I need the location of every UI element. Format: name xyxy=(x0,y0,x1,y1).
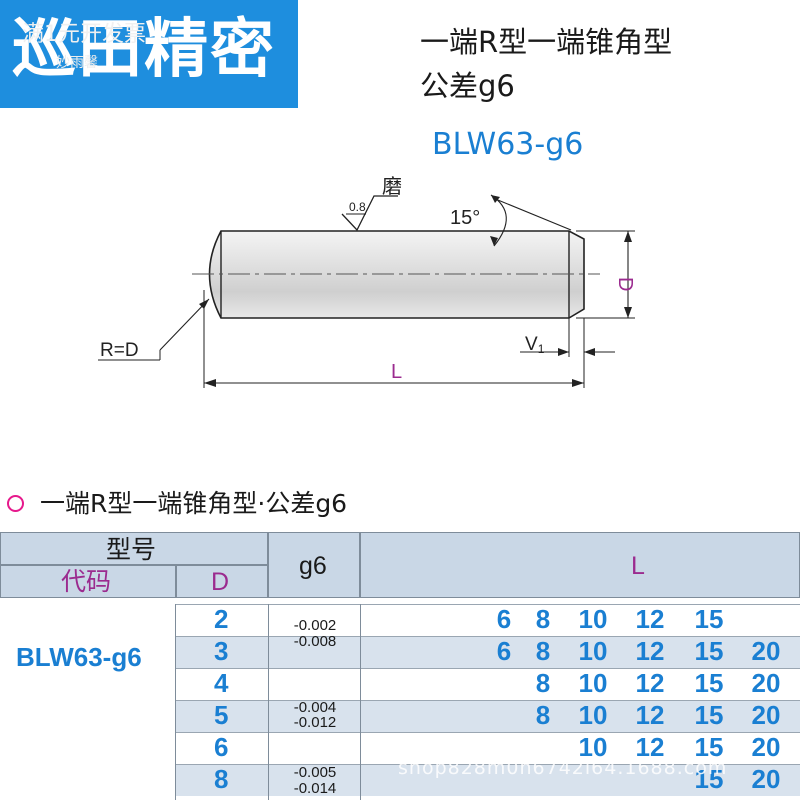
model-code-cell: BLW63-g6 xyxy=(16,642,142,672)
d-value: 8 xyxy=(214,764,229,794)
length-value: 15 xyxy=(694,604,724,634)
shop-watermark: shop828m0n6742i64.1688.com xyxy=(398,757,728,779)
length-value: 15 xyxy=(694,700,724,730)
promo-invoice-text: 满1元开发票 xyxy=(22,22,146,47)
tolerance-upper: -0.005 xyxy=(293,764,337,781)
column-divider xyxy=(175,604,176,800)
tolerance-upper: -0.004 xyxy=(293,699,337,716)
radius-leader xyxy=(159,298,210,351)
length-value: 12 xyxy=(635,636,665,666)
length-value: 10 xyxy=(578,700,608,730)
model-code: BLW63-g6 xyxy=(432,127,584,162)
length-value: 15 xyxy=(694,636,724,666)
length-value: 12 xyxy=(635,700,665,730)
diameter-label: D xyxy=(614,277,636,291)
length-value: 10 xyxy=(578,636,608,666)
header-code-cell: 代码 xyxy=(0,565,176,598)
header-model-label: 型号 xyxy=(106,535,157,564)
d-value: 6 xyxy=(214,732,229,762)
pin-body xyxy=(208,230,585,319)
length-value: 20 xyxy=(751,700,781,730)
header-d-label: D xyxy=(211,568,230,596)
column-divider xyxy=(360,604,361,800)
length-label: L xyxy=(391,361,402,383)
grind-label: 磨 xyxy=(382,174,402,198)
length-value: 8 xyxy=(535,604,551,634)
length-value: 12 xyxy=(635,668,665,698)
length-value: 8 xyxy=(535,700,551,730)
length-value: 6 xyxy=(496,604,512,634)
length-value: 15 xyxy=(694,668,724,698)
length-value: 10 xyxy=(578,604,608,634)
length-value: 20 xyxy=(751,668,781,698)
table-row xyxy=(175,764,800,796)
length-value: 10 xyxy=(578,732,608,762)
length-value: 15 xyxy=(694,732,724,762)
length-value: 12 xyxy=(635,732,665,762)
roughness-value: 0.8 xyxy=(349,200,366,214)
tolerance-lower: -0.014 xyxy=(293,780,337,797)
table-row xyxy=(175,604,800,636)
length-value: 20 xyxy=(751,764,781,794)
length-value: 10 xyxy=(578,668,608,698)
length-value: 20 xyxy=(751,636,781,666)
product-tolerance-title: 公差g6 xyxy=(420,69,515,103)
tolerance-lower: -0.012 xyxy=(293,714,337,731)
roughness-symbol xyxy=(341,195,398,232)
angle-label: 15° xyxy=(450,207,480,229)
pin-drawing: 磨 0.8 15° D R=D V1 L xyxy=(98,174,636,388)
column-divider xyxy=(268,604,269,800)
header-d-cell: D xyxy=(176,565,268,598)
d-value: 2 xyxy=(214,604,229,634)
table-row xyxy=(175,636,800,668)
length-value: 8 xyxy=(535,636,551,666)
section-title: 一端R型一端锥角型·公差g6 xyxy=(40,489,348,518)
header-tolerance-label: g6 xyxy=(299,552,327,580)
radius-label: R=D xyxy=(100,340,139,361)
length-value: 6 xyxy=(496,636,512,666)
brand-banner xyxy=(0,0,298,108)
d-value: 5 xyxy=(214,700,229,730)
table-row xyxy=(175,668,800,700)
promo-shop-text: 妙雨馨 xyxy=(56,55,98,71)
d-value: 4 xyxy=(214,668,229,698)
d-value: 3 xyxy=(214,636,229,666)
tolerance-lower: -0.008 xyxy=(293,633,337,650)
section-circle-icon xyxy=(7,495,24,512)
spec-table: 型号 代码 D g6 L BLW63-g6 2 3 4 5 6 8 -0.002… xyxy=(0,532,800,800)
length-value: 8 xyxy=(535,668,551,698)
length-value: 15 xyxy=(694,764,724,794)
v1-label: V1 xyxy=(525,334,545,356)
header-length-label: L xyxy=(631,552,645,580)
header-tolerance-cell: g6 xyxy=(268,532,360,598)
length-value: 20 xyxy=(751,732,781,762)
table-row xyxy=(175,732,800,764)
product-title: 一端R型一端锥角型 xyxy=(420,25,673,59)
header-code-label: 代码 xyxy=(61,567,112,596)
table-row xyxy=(175,700,800,732)
header-model-cell: 型号 xyxy=(0,532,268,565)
length-value: 12 xyxy=(635,604,665,634)
header-length-cell: L xyxy=(360,532,800,598)
brand-name: 巡田精密 xyxy=(12,13,276,87)
tolerance-upper: -0.002 xyxy=(293,617,337,634)
